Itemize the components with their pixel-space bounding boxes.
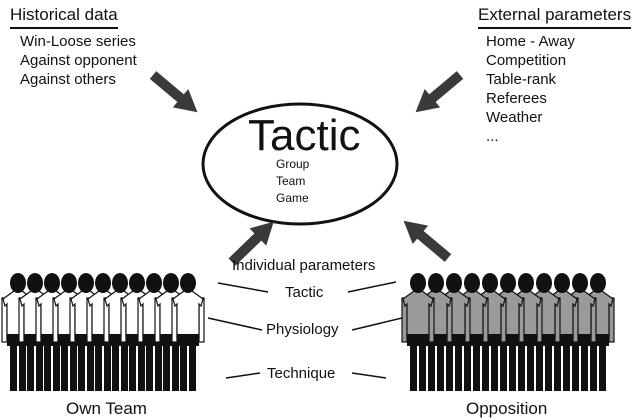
individual-item-technique: Technique [267,365,336,382]
arrow-from-opposition [403,220,452,262]
center-title: Tactic [248,111,361,160]
individual-item-tactic: Tactic [285,284,324,301]
individual-item-physiology: Physiology [266,321,339,338]
historical-item: Win-Loose series [20,33,136,50]
external-parameters-title: External parameters [478,6,632,29]
individual-parameters-title: Individual parameters [232,257,376,274]
external-item: Home - Away [486,33,575,50]
center-item: Game [276,191,309,205]
arrows [149,71,464,266]
historical-data-title: Historical data [10,6,118,29]
own-team-player [171,273,205,391]
external-item: ... [486,128,499,145]
external-item: Competition [486,52,567,69]
center-item: Group [276,157,310,171]
historical-item: Against opponent [20,52,137,69]
arrow-from-own-team [228,221,274,266]
opposition-label: Opposition [466,399,548,418]
own-team-figures [1,273,205,391]
center-item: Team [276,174,306,188]
tactic-ellipse [201,102,399,226]
external-item: Table-rank [486,71,557,88]
historical-item: Against others [20,71,116,88]
arrow-from-external [415,71,464,113]
external-item: Weather [486,109,543,126]
opposition-player [401,273,435,391]
arrow-from-historical [149,71,198,113]
opposition-figures [401,273,615,391]
connector-lines [207,281,403,379]
external-item: Referees [486,90,547,107]
own-team-label: Own Team [66,399,147,418]
